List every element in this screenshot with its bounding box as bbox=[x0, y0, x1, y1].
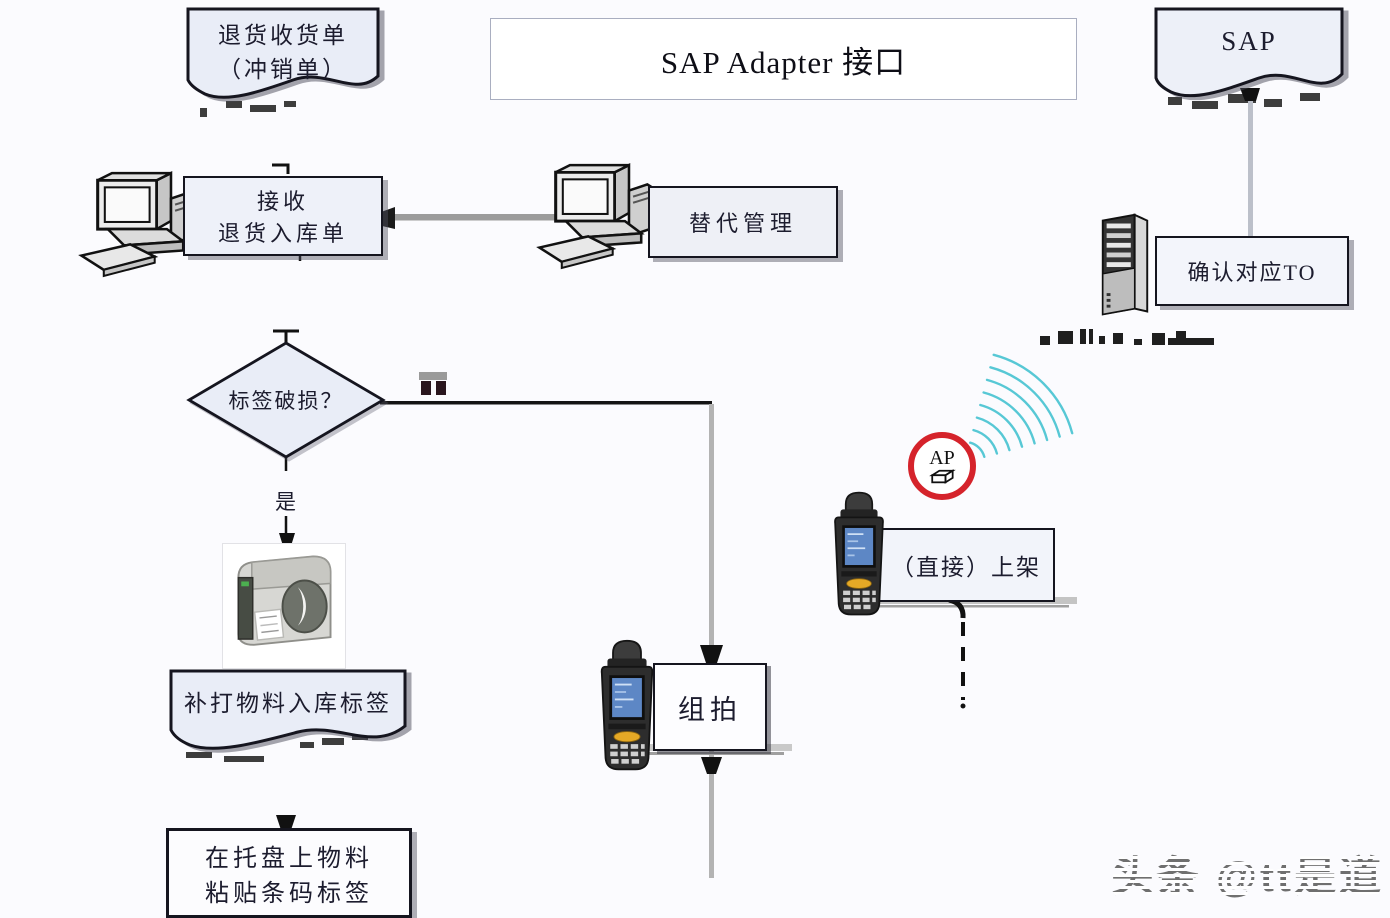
stand-bar bbox=[636, 752, 784, 755]
putaway-box: （直接）上架 bbox=[877, 528, 1055, 602]
substitute-management-box: 替代管理 bbox=[648, 186, 838, 258]
confirm-to-label: 确认对应TO bbox=[1187, 260, 1317, 285]
sap-adapter-title: SAP Adapter 接口 bbox=[660, 44, 907, 80]
pallet-label-box: 在托盘上物料 粘贴条码标签 bbox=[166, 828, 412, 918]
handheld-scanner-icon bbox=[826, 490, 892, 618]
receive-line1: 接收 bbox=[256, 189, 309, 214]
connector-nub bbox=[276, 815, 296, 830]
diamond-right-line bbox=[380, 401, 712, 405]
document-shape bbox=[169, 669, 407, 750]
reprint-label-text: 补打物料入库标签 bbox=[184, 691, 392, 716]
dashed-line-end bbox=[960, 703, 966, 709]
document-shape bbox=[186, 7, 380, 99]
erased-text-fragments bbox=[1040, 329, 1214, 345]
substitute-label: 替代管理 bbox=[688, 211, 797, 236]
arrow-down bbox=[700, 645, 723, 663]
sap-adapter-title-box: SAP Adapter 接口 bbox=[490, 18, 1077, 100]
handheld-scanner-icon bbox=[592, 638, 662, 773]
connector-fragment-icon bbox=[419, 372, 447, 395]
yes-connector-label: 是 bbox=[272, 486, 299, 516]
ap-box-glyph bbox=[929, 468, 956, 484]
label-damaged-decision: 标签破损？ bbox=[186, 340, 386, 460]
receive-returns-box: 接收 退货入库单 bbox=[183, 176, 383, 256]
yes-text: 是 bbox=[275, 490, 296, 514]
main-vertical-line bbox=[709, 404, 714, 878]
pallet-line1: 在托盘上物料 bbox=[205, 846, 373, 872]
connector-nub bbox=[279, 533, 295, 546]
pallet-line2: 粘贴条码标签 bbox=[205, 881, 373, 907]
erased-text-fragments bbox=[200, 101, 296, 117]
return-receipt-doc: 退货收货单 （冲销单） bbox=[185, 6, 381, 106]
diamond-shape bbox=[186, 341, 386, 459]
putaway-label: （直接）上架 bbox=[891, 555, 1041, 580]
server-tower-icon bbox=[1096, 210, 1154, 325]
label-printer-frame bbox=[222, 543, 346, 669]
ap-label: AP bbox=[929, 446, 955, 469]
sap-label: SAP bbox=[1221, 26, 1277, 56]
return-receipt-line1: 退货收货单 bbox=[218, 23, 348, 48]
erased-text-fragments bbox=[1168, 93, 1320, 109]
watermark: 头条 @tt是道 bbox=[1111, 843, 1384, 904]
connector-nub bbox=[272, 163, 290, 174]
receive-to-substitute-line bbox=[380, 214, 568, 221]
grouping-box: 组拍 bbox=[653, 663, 767, 751]
label-printer-icon bbox=[223, 544, 343, 666]
sap-to-confirm-line bbox=[1248, 96, 1253, 237]
grouping-label: 组拍 bbox=[678, 694, 742, 725]
receive-line2: 退货入库单 bbox=[217, 221, 348, 246]
connector-nub bbox=[1240, 88, 1260, 101]
sap-doc: SAP bbox=[1153, 6, 1345, 106]
watermark-text: 头条 @tt是道 bbox=[1111, 853, 1384, 900]
return-receipt-line2: （冲销单） bbox=[218, 57, 348, 82]
confirm-to-box: 确认对应TO bbox=[1155, 236, 1349, 306]
arrow-down bbox=[701, 757, 722, 774]
label-damaged-text: 标签破损？ bbox=[228, 389, 344, 413]
stand-bar bbox=[861, 605, 1069, 608]
wifi-waves-icon bbox=[969, 353, 1074, 458]
reprint-label-doc: 补打物料入库标签 bbox=[168, 668, 408, 756]
ap-access-point-icon: AP bbox=[908, 432, 976, 500]
document-shape bbox=[1154, 7, 1344, 98]
